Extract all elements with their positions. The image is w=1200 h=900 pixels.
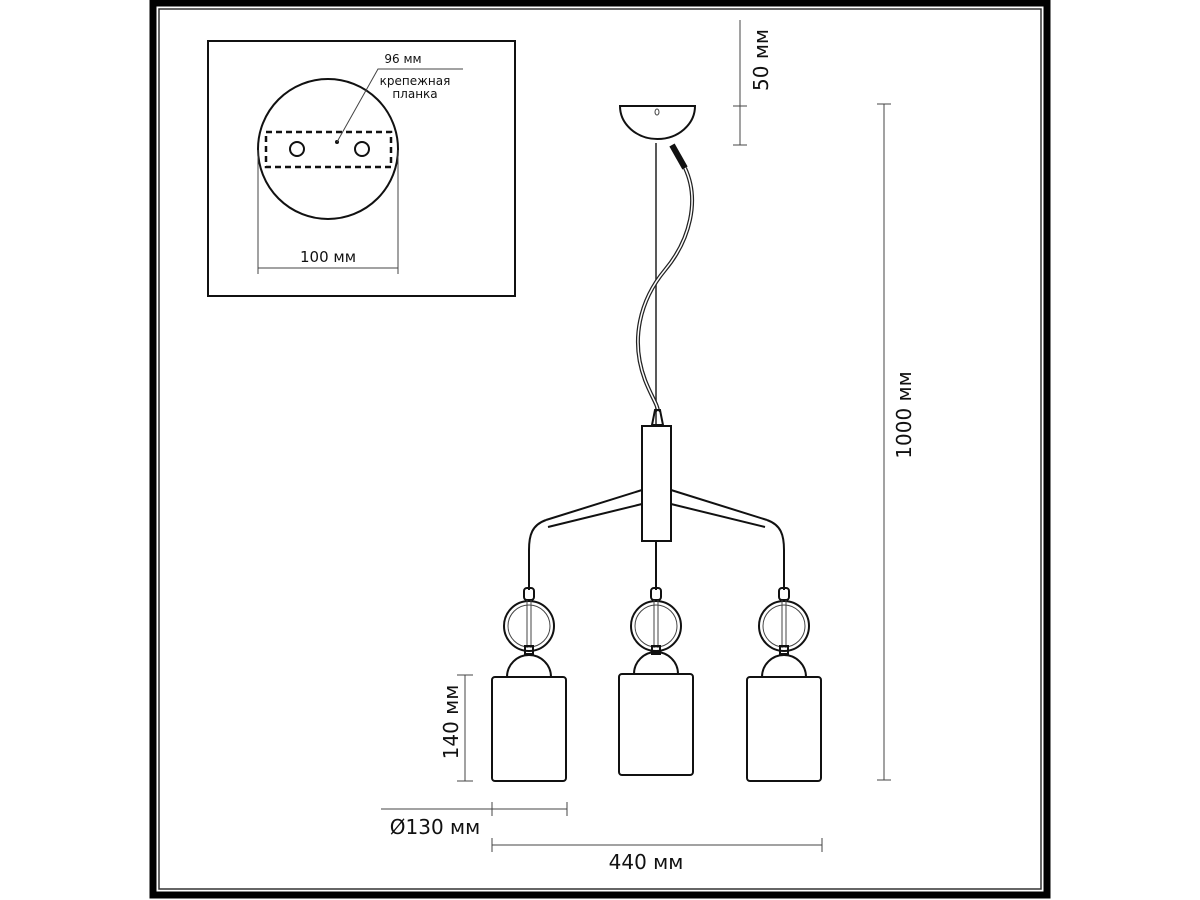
- cable-connector: [669, 143, 688, 170]
- glass-shade: [491, 676, 567, 782]
- shade-height-label: 140 мм: [439, 685, 463, 760]
- lamp-unit: [618, 587, 694, 776]
- decorative-ring: [503, 600, 555, 652]
- arm-left: [545, 489, 643, 528]
- bar-spacing-label: 96 мм: [384, 52, 421, 66]
- mounting-inset: 96 мм крепежная планка 100 мм: [207, 40, 516, 297]
- canopy-height-label: 50 мм: [749, 29, 773, 91]
- decorative-ring: [758, 600, 810, 652]
- bar-label-line2: планка: [392, 87, 437, 101]
- arm-right: [670, 489, 768, 528]
- center-body: [641, 425, 672, 542]
- total-height-label: 1000 мм: [892, 371, 916, 458]
- glass-shade: [746, 676, 822, 782]
- chandelier: 50 мм 1000 мм 140 мм Ø130 мм 440 мм: [381, 20, 916, 874]
- mount-hole-left: [289, 141, 305, 157]
- bar-label-line1: крепежная: [380, 74, 451, 88]
- canopy: [618, 105, 697, 140]
- lamp-holder: [633, 651, 679, 675]
- outer-frame: [149, 0, 1051, 899]
- lamp-unit: [746, 587, 822, 782]
- lamp-unit: [491, 587, 567, 782]
- inset-box: [207, 40, 516, 297]
- canopy-top-view: [257, 78, 399, 220]
- shade-diameter-label: Ø130 мм: [390, 815, 480, 839]
- total-width-label: 440 мм: [609, 850, 684, 874]
- lamp-holder: [761, 654, 807, 678]
- mounting-bar: [264, 130, 393, 169]
- glass-shade: [618, 673, 694, 776]
- decorative-ring: [630, 600, 682, 652]
- canopy-diameter-label: 100 мм: [300, 248, 356, 266]
- power-cord: [635, 167, 694, 413]
- leader-line: [336, 68, 463, 143]
- lamp-holder: [506, 654, 552, 678]
- mount-hole-right: [354, 141, 370, 157]
- inner-frame: [158, 8, 1042, 890]
